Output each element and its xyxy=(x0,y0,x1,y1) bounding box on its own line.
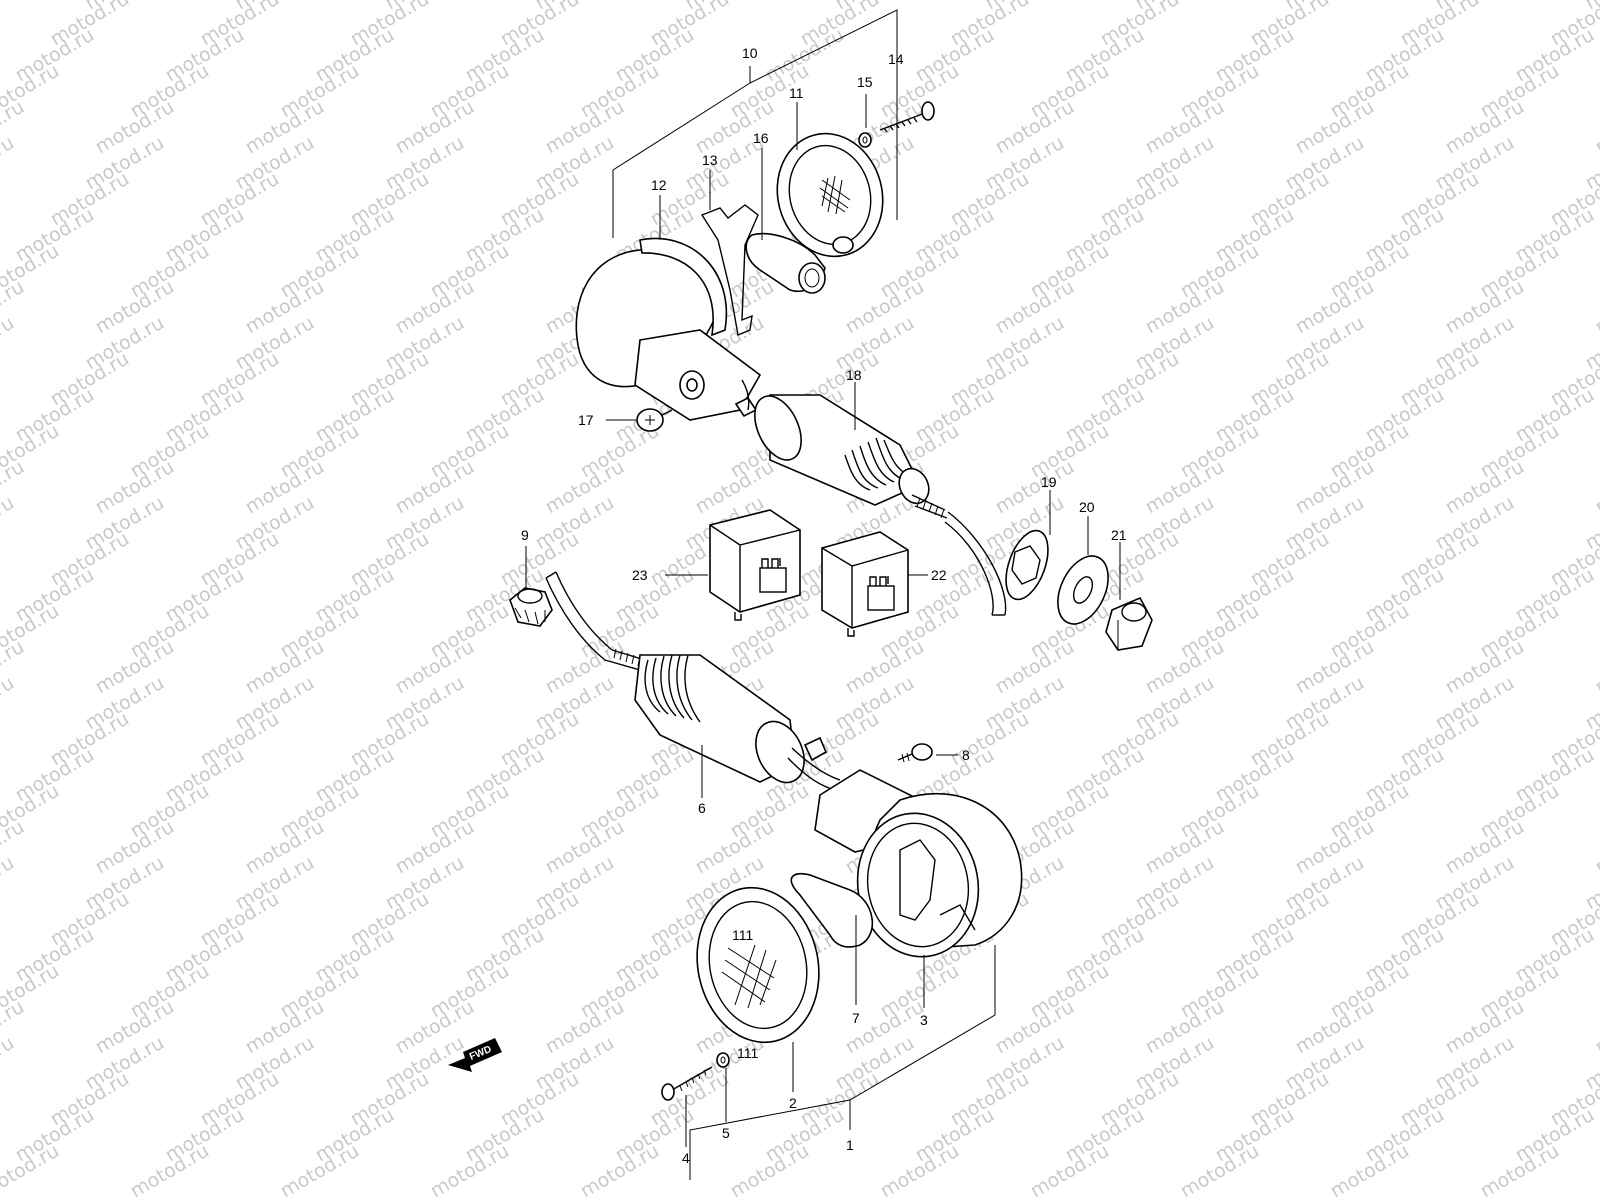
watermark-text: motod.ru xyxy=(1592,96,1600,159)
screw-4 xyxy=(661,1066,713,1101)
watermark-text: motod.ru xyxy=(1592,456,1600,519)
callout-9: 9 xyxy=(521,527,529,543)
screw-14 xyxy=(879,101,935,133)
callout-10: 10 xyxy=(742,45,758,61)
callout-7: 7 xyxy=(852,1010,860,1026)
callout-3: 3 xyxy=(920,1012,928,1028)
watermark-text: motod.ru xyxy=(0,312,18,375)
washer-15 xyxy=(858,132,872,148)
callout-2: 2 xyxy=(789,1095,797,1111)
watermark-text: motod.ru xyxy=(0,852,18,915)
fwd-arrow-icon: FWD xyxy=(448,1038,502,1072)
callout-11: 11 xyxy=(789,85,804,101)
relay-22 xyxy=(821,531,909,637)
svg-text:111: 111 xyxy=(732,927,753,943)
watermark-text: motod.ru xyxy=(1592,816,1600,879)
washer-5 xyxy=(716,1052,730,1068)
callout-21: 21 xyxy=(1111,527,1127,543)
callout-1: 1 xyxy=(846,1137,854,1153)
lens-11-grid xyxy=(819,175,851,215)
nut-9 xyxy=(509,587,553,627)
upper-turn-signal xyxy=(575,9,1007,616)
watermark-text: motod.ru xyxy=(1592,276,1600,339)
svg-text:111: 111 xyxy=(737,1045,758,1061)
watermark-text: motod.ru xyxy=(1592,996,1600,1059)
watermark-text: motod.ru xyxy=(0,0,18,14)
nut-19 xyxy=(1005,529,1049,601)
lower-turn-signal: 111 111 xyxy=(545,571,1023,1180)
rim-12 xyxy=(639,237,728,337)
callout-4: 4 xyxy=(682,1150,690,1166)
callout-14: 14 xyxy=(888,51,904,67)
callout-12: 12 xyxy=(651,177,667,193)
callout-16: 16 xyxy=(753,130,769,146)
lens-11-screw-boss xyxy=(832,236,854,254)
callout-13: 13 xyxy=(702,152,718,168)
callout-6: 6 xyxy=(698,800,706,816)
nut-21 xyxy=(1105,596,1153,651)
callout-22: 22 xyxy=(931,567,947,583)
stalk-18-ribs xyxy=(844,437,909,491)
callout-18: 18 xyxy=(846,367,862,383)
lens-2-grid xyxy=(721,944,777,1009)
lens-2 xyxy=(696,886,820,1044)
callout-15: 15 xyxy=(857,74,873,90)
callout-8: 8 xyxy=(962,747,970,763)
screw-8 xyxy=(897,743,933,763)
callout-20: 20 xyxy=(1079,499,1095,515)
hardware-19-20-21 xyxy=(1005,529,1153,651)
stalk-6-ribs xyxy=(644,654,701,723)
callout-numbers: 10 14 11 15 16 13 12 18 17 19 20 21 9 23… xyxy=(521,45,1127,1166)
watermark-text: motod.ru xyxy=(0,1032,18,1095)
watermark-text: motod.ru xyxy=(0,672,18,735)
callout-23: 23 xyxy=(632,567,648,583)
watermark-text: motod.ru xyxy=(0,492,18,555)
bulb-7 xyxy=(790,873,874,948)
holder-13 xyxy=(700,204,759,336)
callout-5: 5 xyxy=(722,1125,730,1141)
callout-17: 17 xyxy=(578,412,594,428)
callout-leaders xyxy=(525,66,1121,1147)
relay-23 xyxy=(709,509,801,621)
washer-20 xyxy=(1057,555,1109,625)
watermark-text: motod.ru xyxy=(0,132,18,195)
watermark-text: motod.ru xyxy=(1592,636,1600,699)
callout-19: 19 xyxy=(1041,474,1057,490)
